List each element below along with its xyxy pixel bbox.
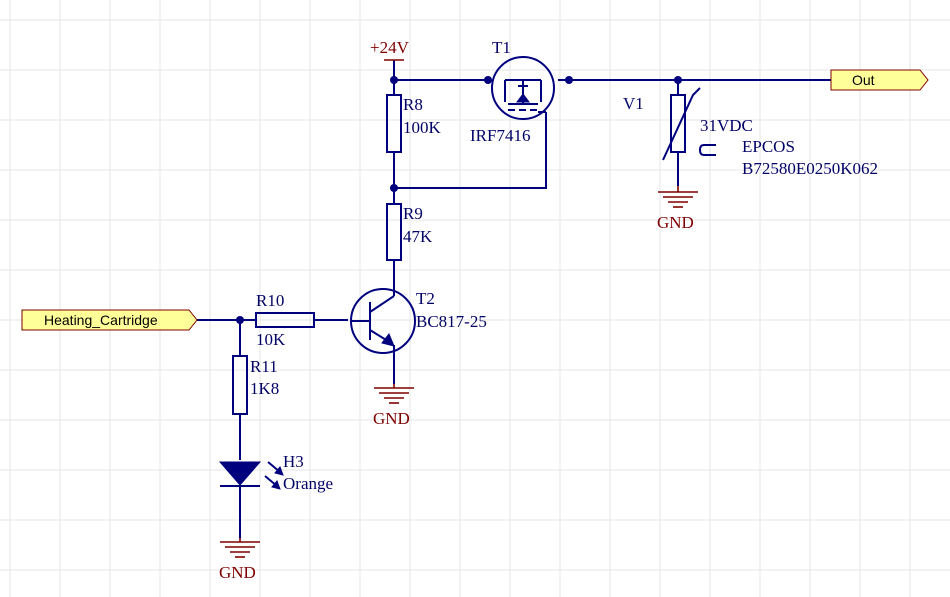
mosfet-body [491, 56, 555, 120]
junction-dot [390, 76, 398, 84]
r10-body [255, 312, 315, 328]
resistor-r11: R11 1K8 [232, 355, 279, 415]
gnd-symbol-h3: GND [219, 538, 260, 582]
port-shape[interactable] [830, 69, 929, 91]
r8-ref: R8 [403, 95, 423, 114]
t1-value: IRF7416 [470, 126, 530, 145]
port-out[interactable]: Out [830, 69, 929, 91]
v1-body [670, 94, 686, 153]
r10-ref: R10 [256, 291, 284, 310]
port-shape[interactable] [21, 309, 198, 331]
transistor-t2: T2 BC817-25 [350, 288, 487, 354]
vcc-symbol: +24V [370, 38, 410, 61]
t2-arrow [381, 333, 395, 347]
led-triangle [218, 461, 262, 486]
resistor-r8: R8 100K [386, 94, 442, 153]
junctions [236, 76, 682, 324]
junction-dot [674, 76, 682, 84]
gnd-symbol-v1: GND [657, 186, 698, 232]
port-label: Heating_Cartridge [44, 312, 158, 328]
r9-body [386, 203, 402, 261]
wire-gate [394, 112, 547, 189]
gnd-label: GND [657, 213, 694, 232]
r11-ref: R11 [250, 357, 278, 376]
t1-ref: T1 [492, 38, 511, 57]
junction-dot [390, 184, 398, 192]
junction-dot [565, 76, 573, 84]
h3-value: Orange [283, 474, 333, 493]
gnd-label: GND [373, 409, 410, 428]
t2-ref: T2 [416, 289, 435, 308]
resistor-r9: R9 47K [386, 203, 433, 261]
gnd-symbol-t2: GND [373, 384, 414, 428]
resistor-r10: R10 10K [255, 291, 315, 349]
port-heating-cartridge[interactable]: Heating_Cartridge [21, 309, 198, 331]
port-label: Out [852, 72, 875, 88]
r11-body [232, 355, 248, 415]
varistor-v1: V1 31VDC EPCOS B72580E0250K062 [623, 87, 878, 178]
junction-dot [484, 76, 492, 84]
r11-value: 1K8 [250, 379, 279, 398]
gnd-label: GND [219, 563, 256, 582]
t2-value: BC817-25 [416, 312, 487, 331]
r10-value: 10K [256, 330, 286, 349]
r8-value: 100K [403, 118, 442, 137]
v1-ref: V1 [623, 94, 644, 113]
v1-part: B72580E0250K062 [742, 159, 878, 178]
mosfet-t1: T1 IRF7416 [470, 38, 555, 145]
r8-body [386, 94, 402, 153]
led-h3: H3 Orange [218, 452, 333, 493]
v1-slash [662, 87, 701, 161]
r9-value: 47K [403, 227, 433, 246]
v1-value: 31VDC [700, 116, 753, 135]
junction-dot [236, 316, 244, 324]
h3-ref: H3 [283, 452, 304, 471]
v1-maker: EPCOS [742, 137, 795, 156]
r9-ref: R9 [403, 204, 423, 223]
vcc-label: +24V [370, 38, 410, 57]
